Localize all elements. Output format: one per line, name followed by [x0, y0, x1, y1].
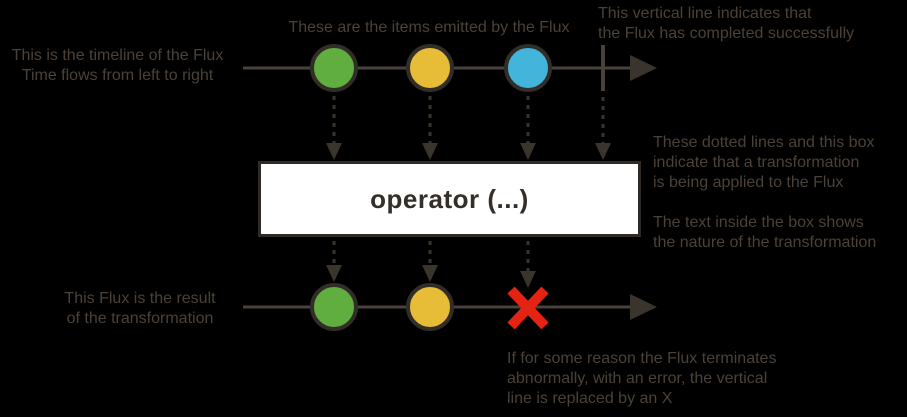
error-x-stroke: [507, 286, 549, 330]
error-x-icon: [507, 286, 549, 330]
note-line: Time flows from left to right: [21, 67, 214, 84]
note-line: is being applied to the Flux: [653, 174, 844, 191]
arrowhead-icon: [326, 143, 342, 160]
note-line: of the transformation: [66, 310, 214, 327]
source-to-operator-arrows: [326, 96, 611, 160]
note-line: This vertical line indicates that: [598, 5, 812, 22]
arrowhead-icon: [422, 265, 438, 282]
note-line: If for some reason the Flux terminates: [507, 350, 777, 367]
note-box-text: The text inside the box shows the nature…: [653, 213, 876, 253]
result-timeline-arrowhead-icon: [630, 294, 657, 320]
arrowhead-icon: [422, 143, 438, 160]
note-line: This Flux is the result: [64, 290, 216, 307]
operator-to-result-arrows: [326, 241, 536, 288]
note-line: This is the timeline of the Flux: [11, 47, 224, 64]
result-marble-green: [310, 283, 358, 331]
arrowhead-icon: [595, 143, 611, 160]
source-marble-blue: [504, 44, 552, 92]
note-line: the Flux has completed successfully: [598, 25, 855, 42]
source-marble-yellow: [406, 44, 454, 92]
note-line: the nature of the transformation: [653, 234, 877, 251]
note-transformation: These dotted lines and this box indicate…: [653, 133, 874, 193]
note-items: These are the items emitted by the Flux: [250, 18, 608, 38]
operator-label: operator (...): [370, 183, 529, 214]
arrowhead-icon: [326, 265, 342, 282]
note-line: abnormally, with an error, the vertical: [507, 370, 768, 387]
note-line: line is replaced by an X: [507, 390, 673, 407]
note-result: This Flux is the result of the transform…: [35, 289, 245, 329]
arrowhead-icon: [520, 143, 536, 160]
arrowhead-icon: [520, 271, 536, 288]
note-line: The text inside the box shows: [653, 214, 864, 231]
note-error: If for some reason the Flux terminates a…: [507, 349, 776, 409]
note-completion: This vertical line indicates that the Fl…: [598, 4, 854, 44]
operator-box: operator (...): [258, 161, 641, 237]
note-line: indicate that a transformation: [653, 154, 860, 171]
result-marble-yellow: [406, 283, 454, 331]
source-timeline-arrowhead-icon: [630, 55, 657, 81]
note-line: These are the items emitted by the Flux: [288, 19, 570, 36]
note-timeline: This is the timeline of the Flux Time fl…: [0, 46, 235, 86]
source-marble-green: [310, 44, 358, 92]
note-line: These dotted lines and this box: [653, 134, 875, 151]
